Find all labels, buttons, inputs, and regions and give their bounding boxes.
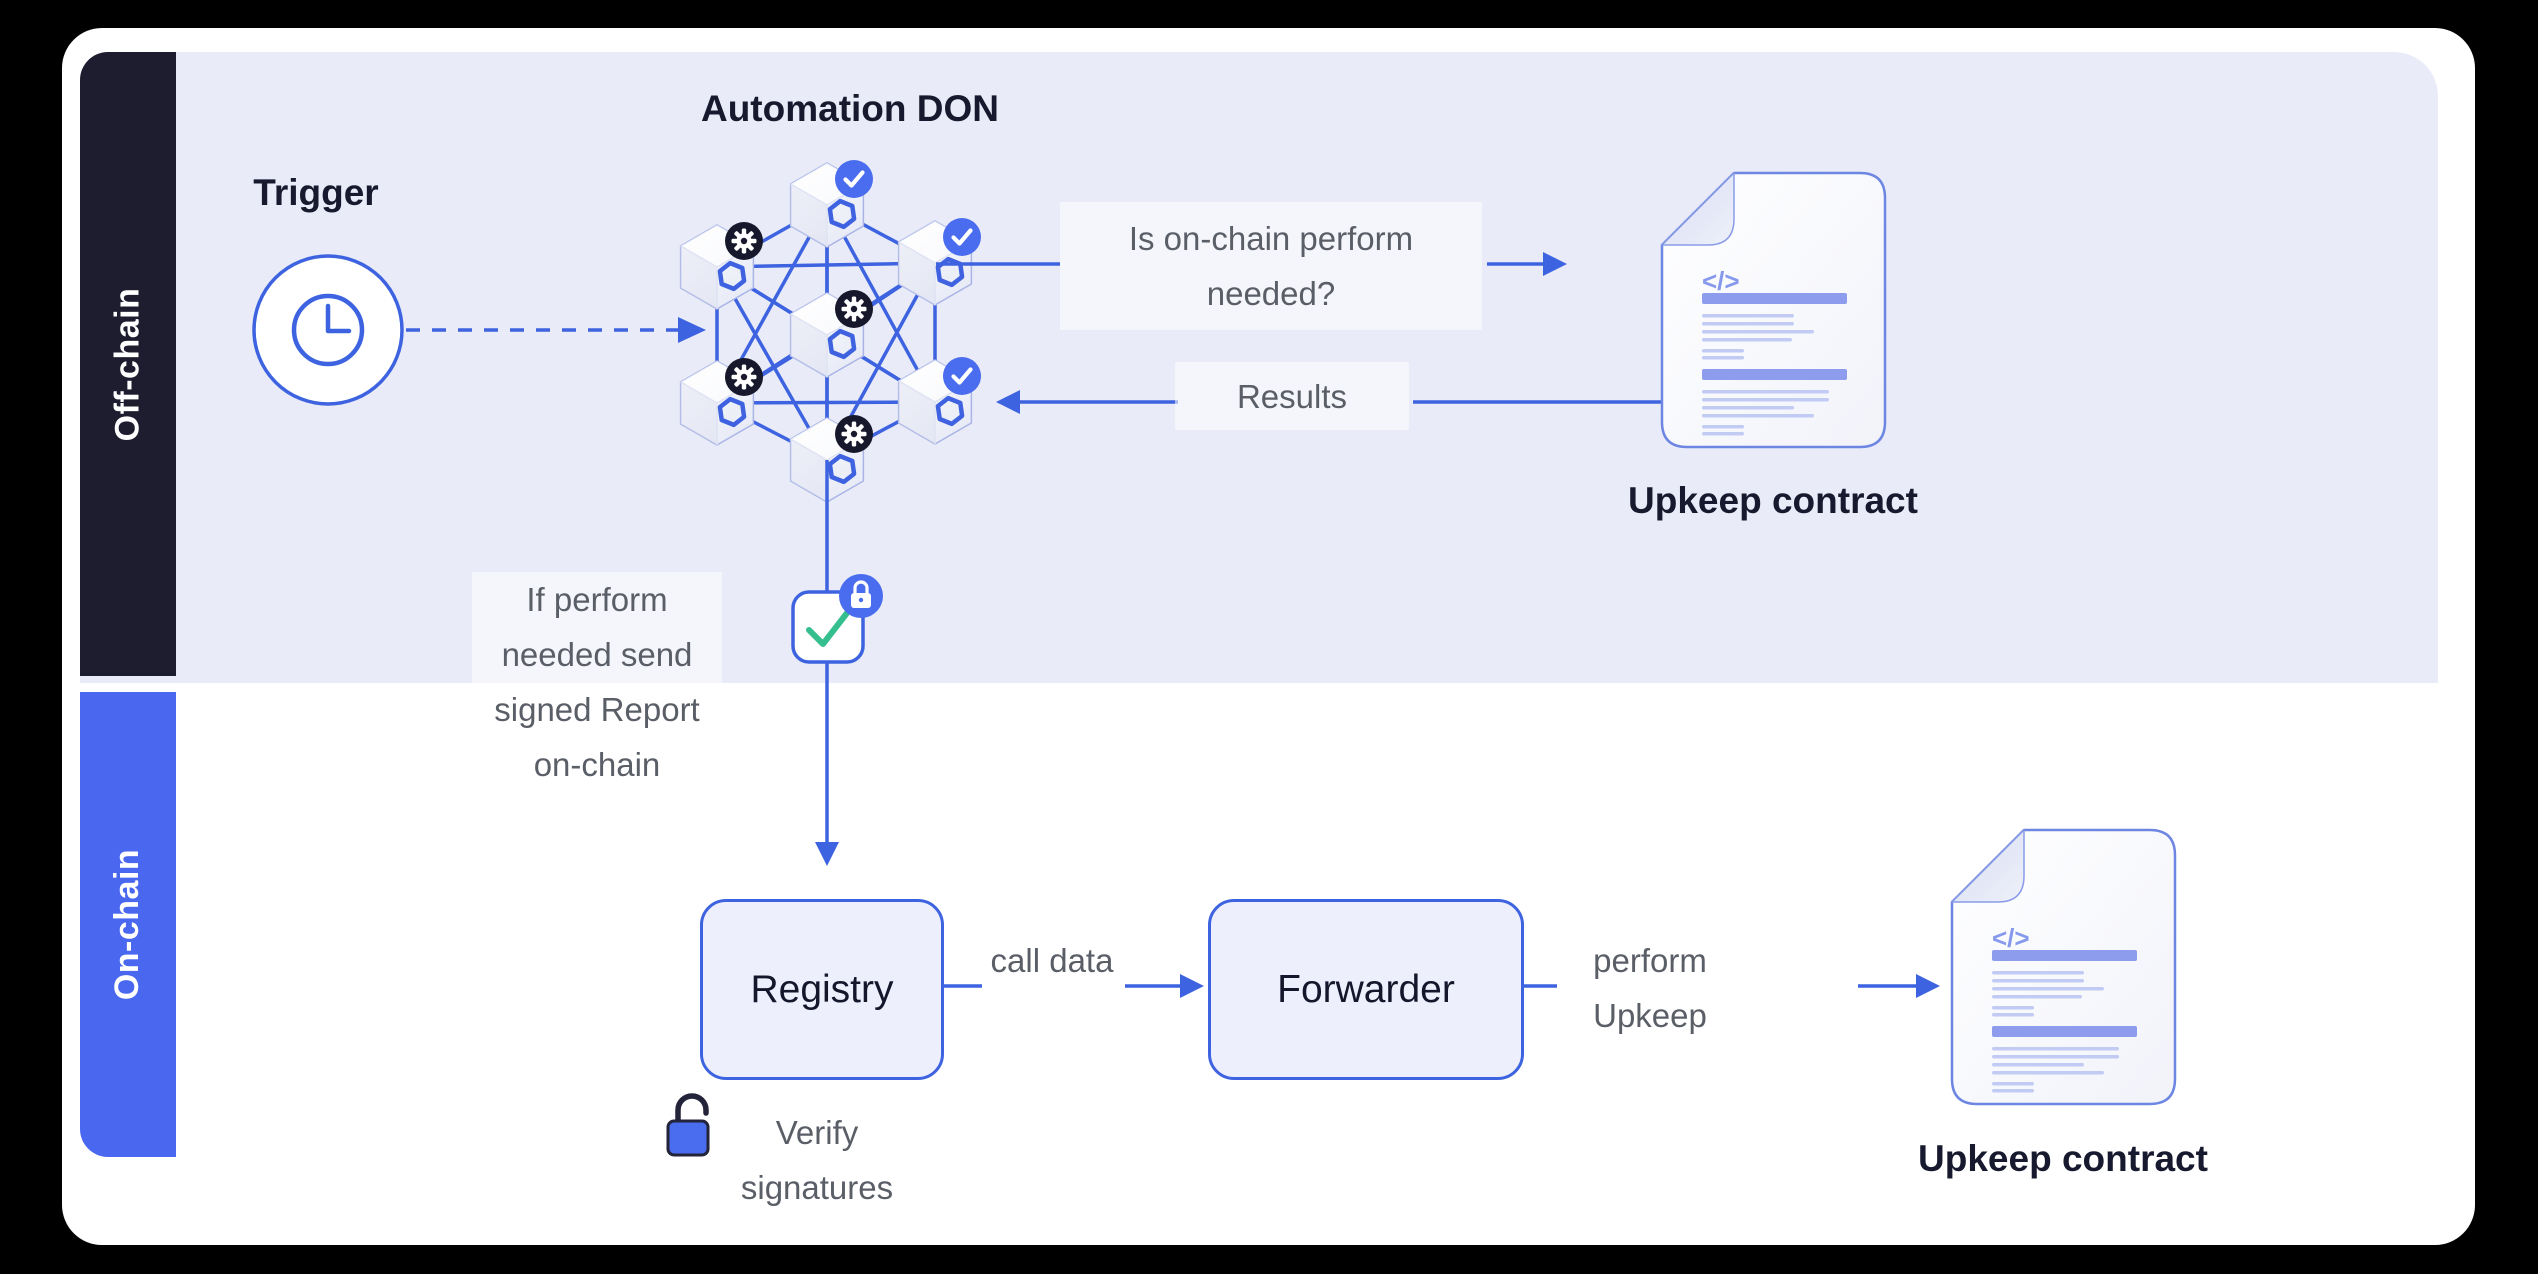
signed-report-icon <box>791 574 883 664</box>
check-badge-icon <box>943 357 981 395</box>
code-icon: </> <box>1992 923 2030 953</box>
upkeep-contract-label-bottom: Upkeep contract <box>1918 1138 2208 1179</box>
results-label: Results <box>1175 362 1409 430</box>
offchain-lane-bar: Off-chain <box>80 52 176 676</box>
clock-icon <box>252 254 404 406</box>
forwarder-box: Forwarder <box>1208 899 1524 1080</box>
checkmark-icon <box>806 610 850 647</box>
gear-badge-icon <box>835 290 873 328</box>
question-to-contract-arrowhead <box>1543 252 1567 276</box>
results-to-don-arrowhead <box>996 390 1020 414</box>
gear-badge-icon <box>835 415 873 453</box>
registry-box: Registry <box>700 899 944 1080</box>
question-label: Is on-chain perform needed? <box>1060 202 1482 330</box>
check-badge-icon <box>943 218 981 256</box>
trigger-label: Trigger <box>253 172 379 213</box>
upkeep-contract-label-top: Upkeep contract <box>1628 480 1918 521</box>
lock-badge-icon <box>839 574 883 618</box>
don-network-nodes <box>681 163 972 502</box>
onchain-lane-bar: On-chain <box>80 692 176 1157</box>
gear-badge-icon <box>725 222 763 260</box>
calldata-to-forwarder-arrowhead <box>1180 974 1204 998</box>
perform-to-contract-arrowhead <box>1916 974 1940 998</box>
call-data-label: call data <box>990 942 1114 979</box>
gear-badge-icon <box>725 358 763 396</box>
verify-signatures-label: Verify signatures <box>740 1114 894 1206</box>
check-badge-icon <box>835 160 873 198</box>
code-icon: </> <box>1702 266 1740 296</box>
upkeep-contract-document-icon-top <box>1660 171 1887 449</box>
don-to-registry-arrowhead <box>815 842 839 866</box>
don-edge <box>825 204 937 403</box>
padlock-open-icon <box>666 1093 710 1157</box>
trigger-to-don-arrowhead <box>678 317 706 343</box>
automation-don-title: Automation DON <box>700 88 1000 129</box>
perform-upkeep-label: perform Upkeep <box>1593 942 1707 1034</box>
report-note-label: If perform needed send signed Report on-… <box>472 572 722 792</box>
upkeep-contract-document-icon-bottom <box>1950 828 2177 1106</box>
